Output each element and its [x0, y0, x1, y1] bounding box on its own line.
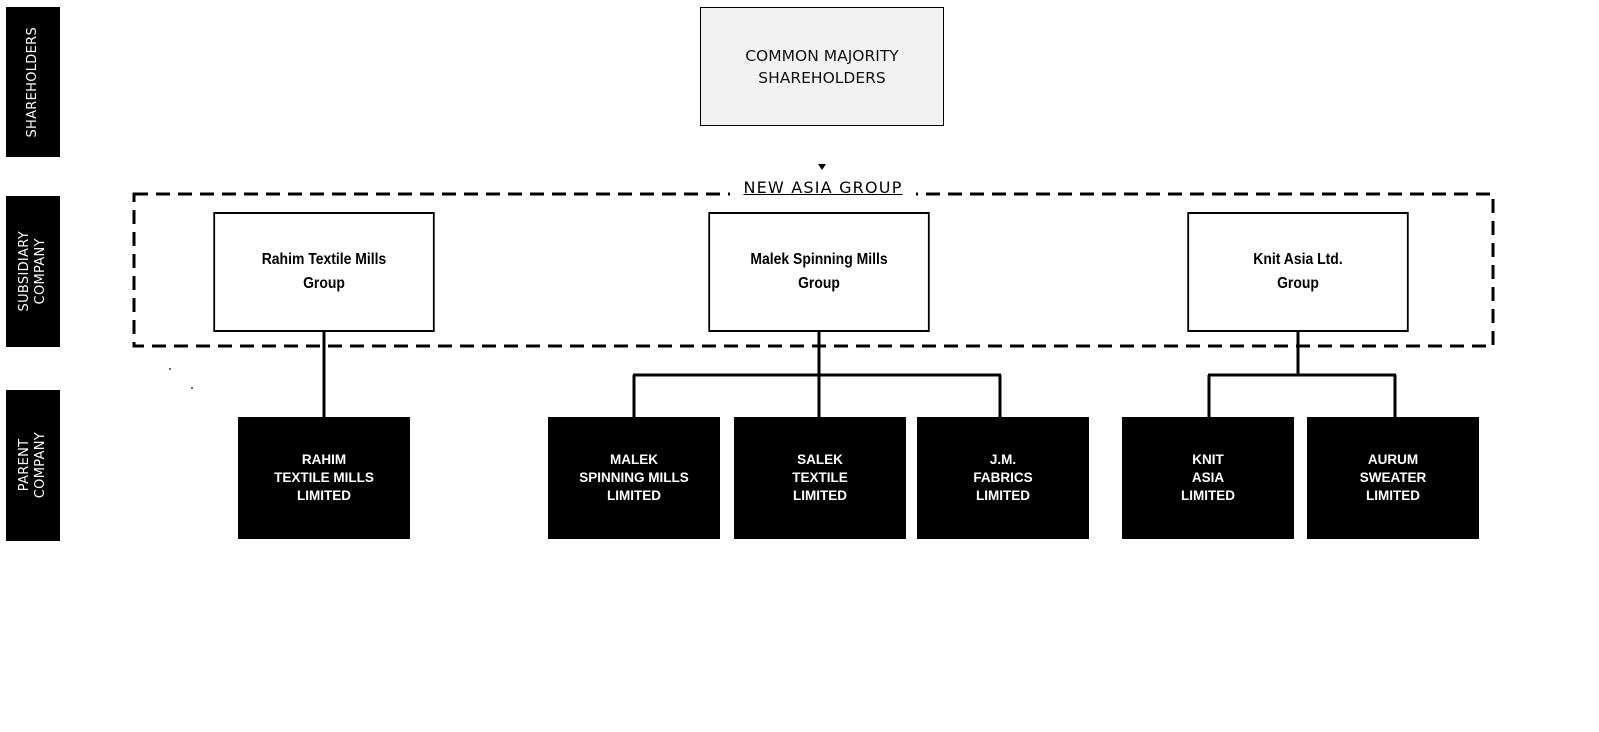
tier-label-parent: PARENT COMPANY — [6, 390, 60, 541]
box-text-line: COMMON MAJORITY — [745, 46, 899, 65]
group-title: NEW ASIA GROUP — [730, 178, 916, 197]
box-text-line: SWEATER — [1359, 470, 1427, 485]
box-text-line: FABRICS — [973, 470, 1033, 485]
tier-label-line: SHAREHOLDERS — [25, 26, 40, 138]
common-majority-shareholders-box: COMMON MAJORITY SHAREHOLDERS — [700, 7, 944, 126]
box-text-line: Malek Spinning Mills — [750, 251, 888, 268]
tier-label-text: SHAREHOLDERS — [25, 27, 41, 138]
box-text-line: Group — [1277, 275, 1319, 292]
tier-label-text: SUBSIDIARY COMPANY — [17, 231, 49, 311]
parent-box-aurum-sweater: AURUM SWEATER LIMITED — [1307, 417, 1479, 539]
arrow-down-icon — [818, 164, 826, 170]
box-text-line: LIMITED — [1181, 488, 1235, 503]
subsidiary-box-rahim: Rahim Textile Mills Group — [213, 212, 435, 332]
tier-label-line: COMPANY — [33, 432, 48, 499]
box-text-line: Group — [798, 275, 840, 292]
box-text-line: Group — [303, 275, 345, 292]
box-text-line: TEXTILE — [792, 470, 848, 485]
box-text-line: LIMITED — [976, 488, 1030, 503]
tier-label-line: SUBSIDIARY — [17, 231, 32, 312]
box-text-line: SHAREHOLDERS — [758, 68, 886, 87]
parent-box-knit-asia: KNIT ASIA LIMITED — [1122, 417, 1294, 539]
box-text-line: Knit Asia Ltd. — [1253, 251, 1343, 268]
tier-label-text: PARENT COMPANY — [17, 432, 49, 498]
box-text-line: AURUM — [1367, 452, 1419, 467]
box-text-line: RAHIM — [301, 452, 347, 467]
tier-label-line: COMPANY — [33, 238, 48, 305]
box-text-line: Rahim Textile Mills — [261, 251, 387, 268]
tier-label-subsidiary: SUBSIDIARY COMPANY — [6, 196, 60, 347]
box-text-line: LIMITED — [1366, 488, 1420, 503]
box-text-line: TEXTILE MILLS — [274, 470, 374, 485]
box-text-line: SPINNING MILLS — [579, 470, 689, 485]
parent-box-salek-textile: SALEK TEXTILE LIMITED — [734, 417, 906, 539]
group-boundary — [132, 192, 1495, 348]
parent-box-jm-fabrics: J.M. FABRICS LIMITED — [917, 417, 1089, 539]
box-text-line: ASIA — [1191, 470, 1225, 485]
tier-label-line: PARENT — [17, 439, 32, 492]
tier-label-shareholders: SHAREHOLDERS — [6, 7, 60, 157]
box-text-line: MALEK — [610, 452, 658, 467]
box-text-line: KNIT — [1192, 452, 1224, 467]
parent-box-malek-spinning: MALEK SPINNING MILLS LIMITED — [548, 417, 720, 539]
box-text-line: J.M. — [989, 452, 1017, 467]
subsidiary-box-malek: Malek Spinning Mills Group — [708, 212, 930, 332]
box-text-line: SALEK — [797, 452, 843, 467]
box-text-line: LIMITED — [607, 488, 661, 503]
stray-dot — [169, 368, 171, 370]
subsidiary-box-knit-asia: Knit Asia Ltd. Group — [1187, 212, 1409, 332]
box-text-line: LIMITED — [297, 488, 351, 503]
parent-box-rahim-textile: RAHIM TEXTILE MILLS LIMITED — [238, 417, 410, 539]
box-text-line: LIMITED — [793, 488, 847, 503]
stray-dot — [191, 387, 193, 389]
